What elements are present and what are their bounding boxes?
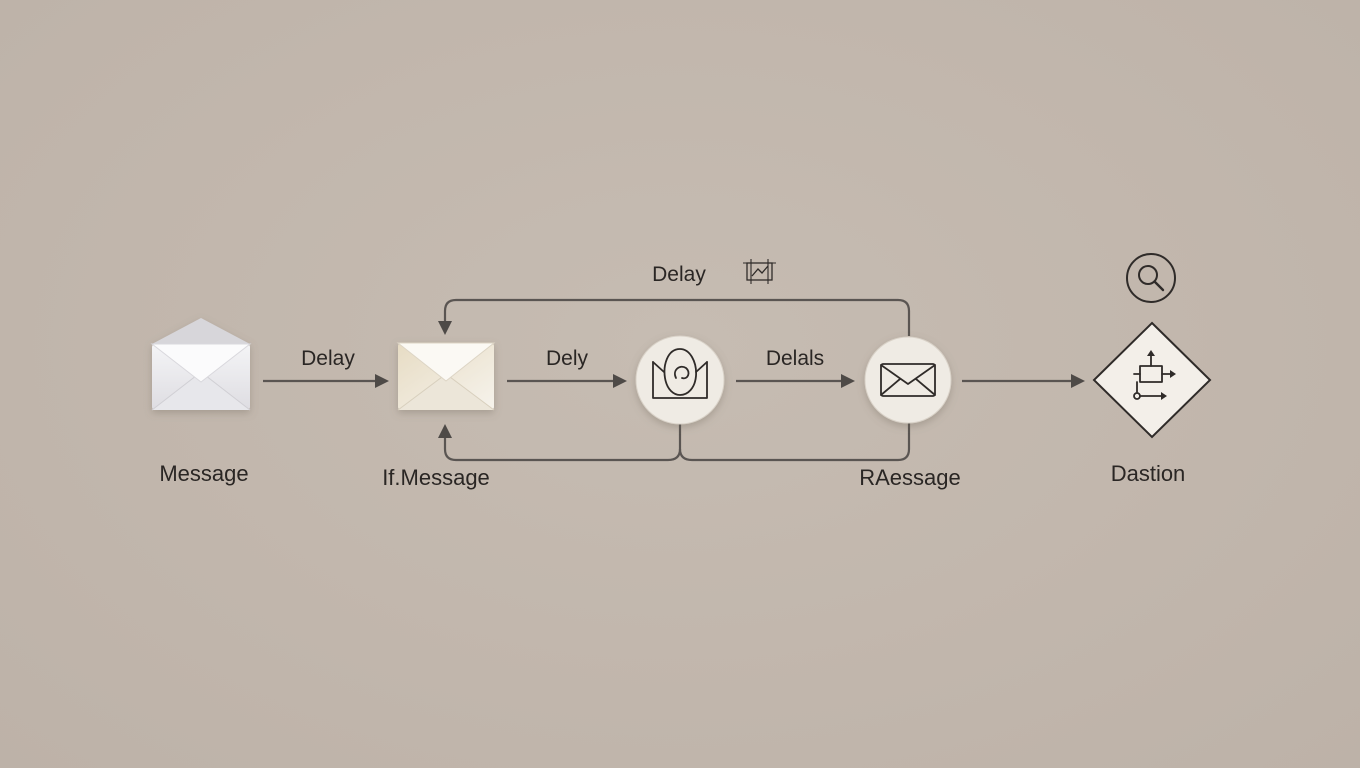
reply-node <box>864 336 952 424</box>
node-label-ifmessage: If.Message <box>382 465 490 490</box>
beige-envelope-icon <box>396 342 496 411</box>
node-label-decision: Dastion <box>1111 461 1186 486</box>
chart-frame-icon <box>743 259 776 284</box>
edge-label-process-to-reply: Delals <box>766 347 824 370</box>
node-label-reply-message: RAessage <box>859 465 961 490</box>
edge-label-loop-top: Delay <box>652 263 706 286</box>
edge-label-message-to-ifmessage: Delay <box>301 347 355 370</box>
loop-bottom-connector <box>438 423 911 462</box>
connector-message-to-ifmessage <box>263 374 389 388</box>
egg-box-icon <box>652 348 708 399</box>
mail-icon <box>880 363 936 397</box>
connector-ifmessage-to-process <box>507 374 627 388</box>
edge-label-ifmessage-to-process: Dely <box>546 347 589 370</box>
connector-reply-to-decision <box>962 374 1085 388</box>
process-node <box>635 335 725 425</box>
flowchart-icon <box>1133 350 1176 400</box>
envelope-icon <box>150 318 252 411</box>
node-label-message: Message <box>159 461 248 486</box>
loop-top-connector <box>438 298 911 336</box>
search-icon[interactable] <box>1126 253 1176 303</box>
decision-node <box>1092 321 1212 439</box>
connector-process-to-reply <box>736 374 855 388</box>
